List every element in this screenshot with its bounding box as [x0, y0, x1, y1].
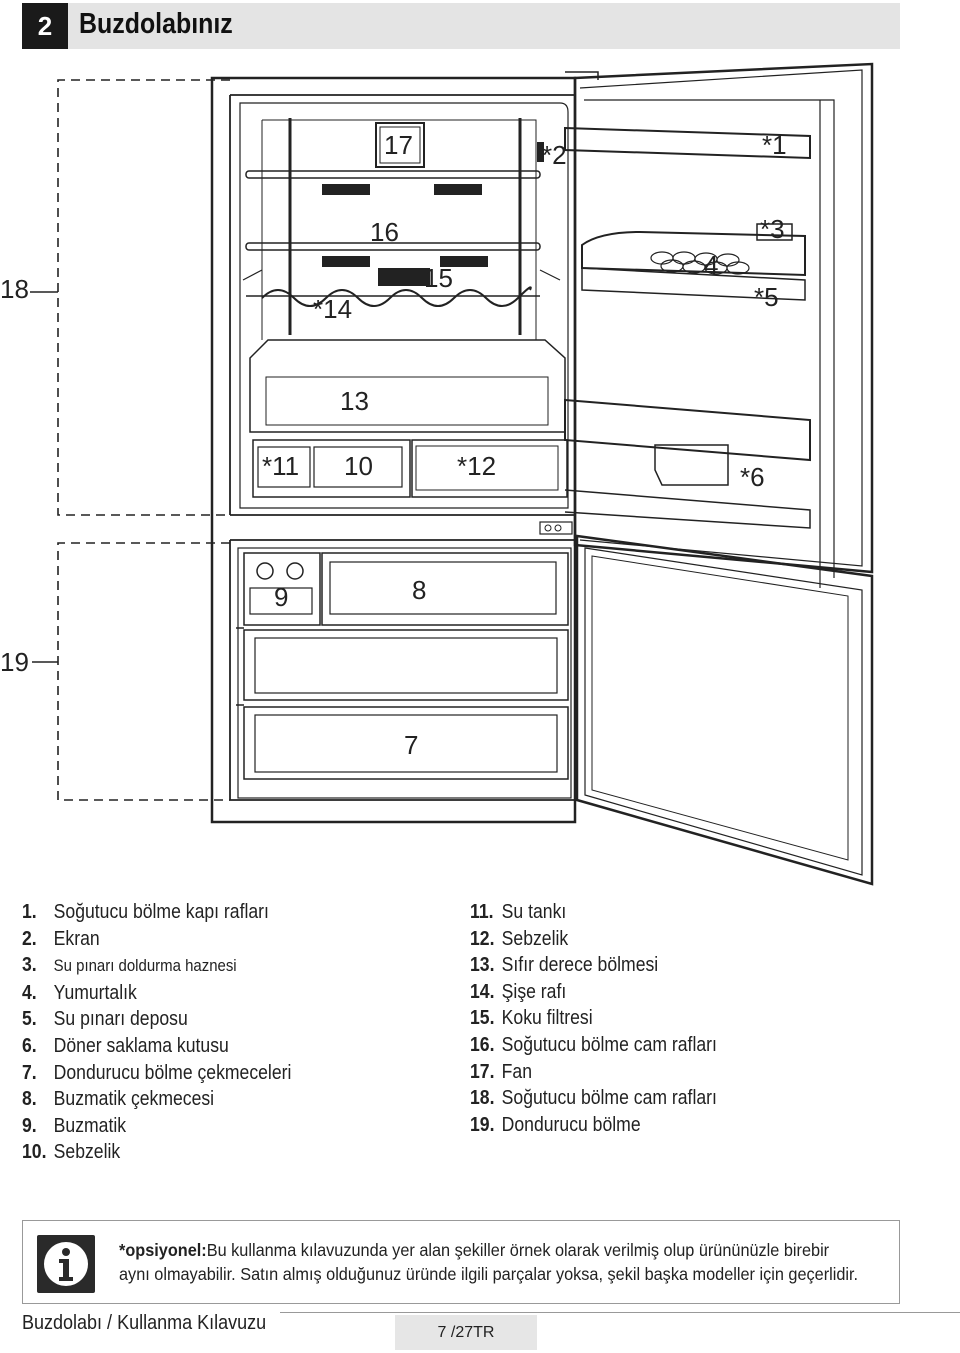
legend-item: 19.Dondurucu bölme: [470, 1113, 641, 1136]
legend-item: 6.Döner saklama kutusu: [22, 1034, 229, 1057]
door-shelf-top: [564, 126, 811, 160]
legend-left: 1.Soğutucu bölme kapı rafları 2.Ekran 3.…: [22, 899, 328, 1166]
legend-item: 4.Yumurtalık: [22, 981, 137, 1004]
legend-right: 11.Su tankı 12.Sebzelik 13.Sıfır derece …: [470, 899, 751, 1138]
egg-tray: [650, 251, 750, 275]
legend-item: 16.Soğutucu bölme cam rafları: [470, 1033, 717, 1056]
label-9: 9: [274, 582, 288, 612]
legend-item: 3.Su pınarı doldurma haznesi: [22, 954, 237, 977]
fridge-section-bracket: [57, 79, 230, 516]
refrigerator-diagram: 17 *2 *1 16 *3 4 15 18 *5 *14 13 *11 10 …: [0, 62, 874, 886]
door-shelf-bottom: [564, 398, 811, 462]
legend-item: 12.Sebzelik: [470, 927, 569, 950]
note-lead: *opsiyonel:: [119, 1240, 207, 1260]
label-15: 15: [424, 263, 453, 293]
label-4: 4: [704, 250, 718, 280]
label-18: 18: [0, 274, 29, 304]
label-1: *1: [762, 130, 787, 160]
freezer-door: [575, 534, 874, 886]
section-header: 2 Buzdolabınız: [22, 3, 900, 49]
label-3: *3: [760, 214, 785, 244]
air-vent: [322, 184, 370, 195]
section-title: Buzdolabınız: [79, 8, 233, 40]
label-12: *12: [457, 451, 496, 481]
legend-item: 11.Su tankı: [470, 901, 567, 923]
optional-note-box: *opsiyonel:Bu kullanma kılavuzunda yer a…: [22, 1220, 900, 1304]
label-16: 16: [370, 217, 399, 247]
freezer-drawer-1: [243, 629, 569, 701]
legend-item: 14.Şişe rafı: [470, 980, 567, 1003]
label-19: 19: [0, 647, 29, 677]
zero-degree-compartment: [249, 339, 566, 433]
label-8: 8: [412, 575, 426, 605]
door-shelf-middle: [581, 230, 806, 277]
note-text: *opsiyonel:Bu kullanma kılavuzunda yer a…: [119, 1238, 909, 1286]
rotating-storage-box: [654, 444, 729, 486]
legend-item: 5.Su pınarı deposu: [22, 1008, 188, 1031]
legend-item: 17.Fan: [470, 1060, 533, 1083]
label-7: 7: [404, 730, 418, 760]
legend-item: 15.Koku filtresi: [470, 1007, 593, 1030]
air-vent: [440, 256, 488, 267]
legend-item: 1.Soğutucu bölme kapı rafları: [22, 901, 269, 923]
note-line-1: Bu kullanma kılavuzunda yer alan şekille…: [206, 1240, 830, 1260]
fan-box: [375, 122, 425, 168]
label-13: 13: [340, 386, 369, 416]
crisper-left: [252, 439, 411, 498]
glass-shelf-lower: [245, 242, 541, 251]
display: [537, 142, 544, 162]
label-2: *2: [542, 140, 567, 170]
info-icon: [37, 1235, 95, 1293]
legend-item: 7.Dondurucu bölme çekmeceleri: [22, 1061, 292, 1084]
air-vent: [322, 256, 370, 267]
legend-item: 13.Sıfır derece bölmesi: [470, 954, 659, 977]
label-5: *5: [754, 282, 779, 312]
bottle-rack: [261, 286, 532, 307]
legend-item: 8.Buzmatik çekmecesi: [22, 1088, 215, 1111]
footer-divider: [280, 1312, 960, 1313]
legend-item: 9.Buzmatik: [22, 1114, 127, 1137]
section-number: 2: [22, 3, 68, 49]
crisper-right: [411, 439, 568, 498]
legend-item: 18.Soğutucu bölme cam rafları: [470, 1087, 717, 1110]
cabinet-outline: [210, 76, 577, 824]
freezer-section-bracket: [57, 542, 230, 801]
glass-shelf-upper: [245, 170, 541, 179]
footer-document-title: Buzdolabı / Kullanma Kılavuzu: [22, 1312, 267, 1334]
freezer-drawer-2: [243, 706, 569, 780]
ice-maker-drawer: [321, 552, 569, 626]
ice-maker: [243, 552, 321, 626]
legend-item: 10.Sebzelik: [22, 1141, 121, 1164]
label-6: *6: [740, 462, 765, 492]
odor-filter: [378, 268, 430, 286]
label-11: *11: [262, 451, 299, 481]
label-10: 10: [344, 451, 373, 481]
label-14: *14: [313, 294, 352, 324]
note-line-2: aynı olmayabilir. Satın almış olduğunuz …: [119, 1264, 859, 1284]
footer-page-number: 7 /27TR: [395, 1315, 537, 1350]
air-vent: [434, 184, 482, 195]
label-17: 17: [384, 130, 413, 160]
water-dispenser-lid: [756, 223, 793, 241]
fridge-door: [573, 62, 874, 574]
legend-item: 2.Ekran: [22, 927, 100, 950]
